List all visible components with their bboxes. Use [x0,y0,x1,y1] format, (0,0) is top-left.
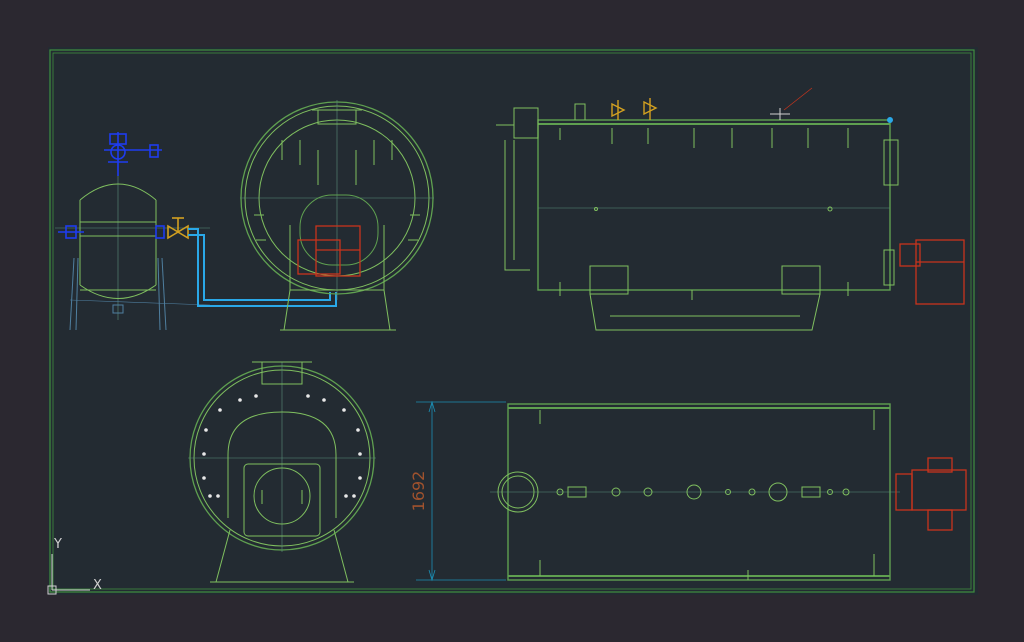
ucs-x-label: X [93,578,102,593]
boiler-plan-view[interactable] [490,403,900,581]
burner-icon[interactable] [895,457,967,531]
burner-icon[interactable] [899,239,965,305]
boiler-side-view[interactable] [496,103,899,331]
valve-icon[interactable] [167,217,189,240]
height-dimension[interactable] [416,400,506,582]
boiler-front-view[interactable] [240,100,434,331]
valve-icon[interactable] [58,132,165,239]
feed-pipe[interactable] [188,228,337,307]
valve-icon[interactable] [611,98,658,120]
ucs-y-label: Y [54,537,62,552]
paper-sheet [48,47,978,595]
ucs-axis-icon [47,554,90,595]
dimension-text[interactable]: 1692 [409,471,428,512]
safety-valve-detail [770,87,813,120]
drawing-frame [52,52,972,590]
boiler-rear-view[interactable] [188,361,376,583]
header-tank-view[interactable] [55,170,211,331]
sheet-border [49,49,975,593]
burner-icon[interactable] [297,225,361,277]
